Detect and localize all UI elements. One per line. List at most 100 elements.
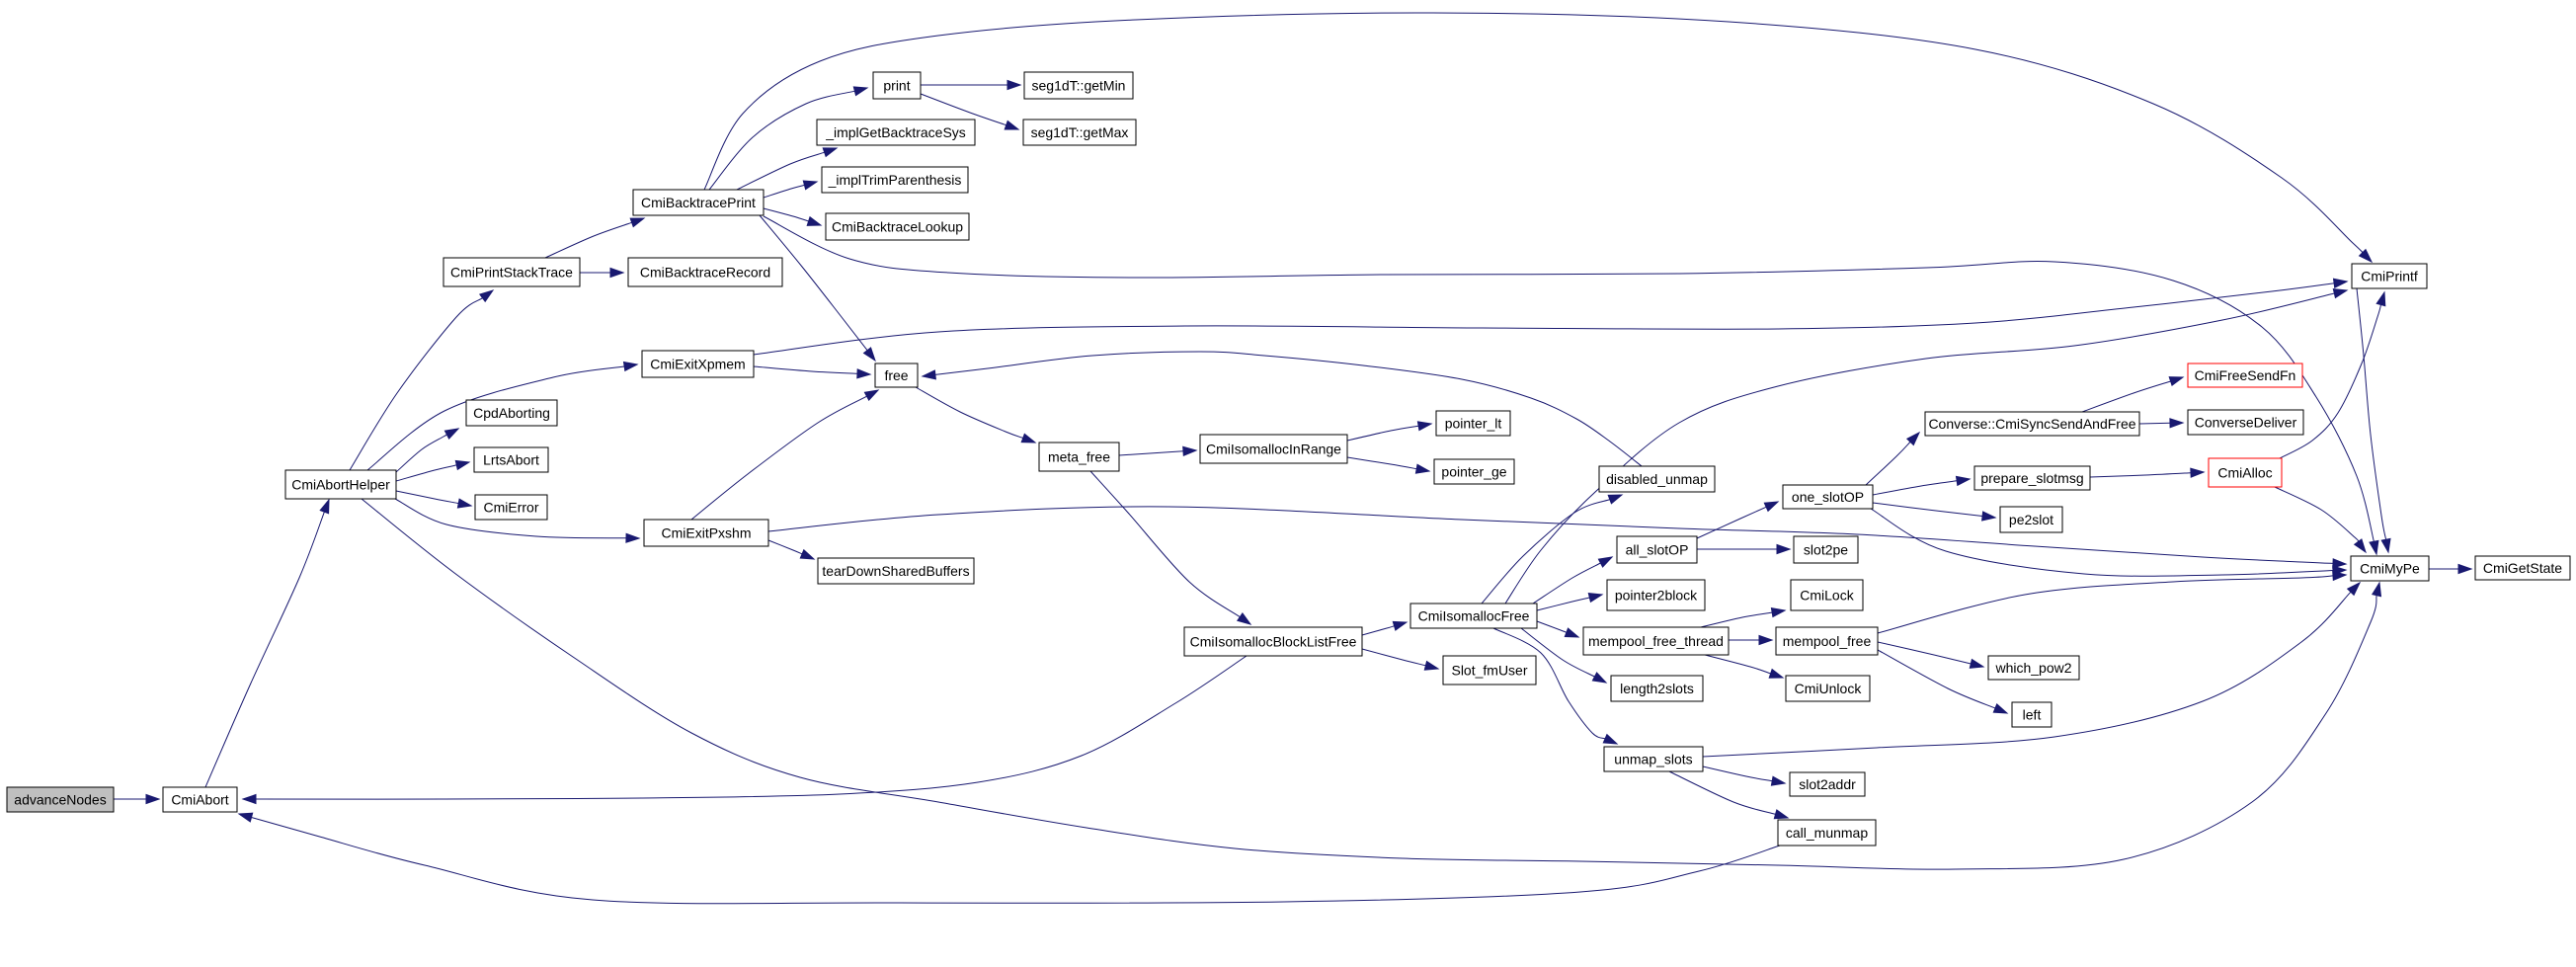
edge-all_slotOP-to-one_slotOP xyxy=(1696,501,1780,539)
edge-mempool_free-to-CmiMyPe xyxy=(1877,570,2348,634)
edge-CmiExitXpmem-to-free xyxy=(753,365,872,379)
node-unmap_slots[interactable]: unmap_slots xyxy=(1603,746,1704,772)
node-slot2pe[interactable]: slot2pe xyxy=(1793,535,1859,564)
node-mempool_free[interactable]: mempool_free xyxy=(1775,626,1879,656)
node-one_slotOP[interactable]: one_slotOP xyxy=(1782,484,1874,510)
node-CmiIsomallocBlockListFree[interactable]: CmiIsomallocBlockListFree xyxy=(1183,626,1363,657)
edge-line xyxy=(759,214,868,352)
node-pointer2block[interactable]: pointer2block xyxy=(1606,579,1706,611)
node-label: print xyxy=(883,78,910,94)
node-label: pointer2block xyxy=(1615,588,1698,604)
node-Converse_CmiSyncSendAndFree[interactable]: Converse::CmiSyncSendAndFree xyxy=(1924,411,2140,437)
node-CmiUnlock[interactable]: CmiUnlock xyxy=(1785,675,1871,702)
node-CmiBacktraceLookup[interactable]: CmiBacktraceLookup xyxy=(825,212,970,241)
node-all_slotOP[interactable]: all_slotOP xyxy=(1616,535,1698,564)
node-slot2addr[interactable]: slot2addr xyxy=(1789,771,1866,797)
arrowhead xyxy=(802,180,819,191)
arrowhead xyxy=(799,548,816,560)
node-box xyxy=(872,71,922,100)
edge-CmiBacktracePrint-to-implGetBacktraceSys xyxy=(736,147,839,191)
node-box xyxy=(473,446,549,473)
node-CmiPrintStackTrace[interactable]: CmiPrintStackTrace xyxy=(443,257,581,287)
edge-line xyxy=(2089,472,2192,478)
node-CmiPrintf[interactable]: CmiPrintf xyxy=(2351,263,2428,289)
edge-unmap_slots-to-slot2addr xyxy=(1702,766,1787,786)
node-tearDownSharedBuffers[interactable]: tearDownSharedBuffers xyxy=(817,557,975,585)
arrowhead xyxy=(478,289,495,303)
arrowhead xyxy=(1905,431,1921,446)
node-mempool_free_thread[interactable]: mempool_free_thread xyxy=(1582,626,1730,656)
arrowhead xyxy=(1981,511,1997,522)
node-CpdAborting[interactable]: CpdAborting xyxy=(465,399,558,427)
node-meta_free[interactable]: meta_free xyxy=(1038,442,1120,472)
node-pointer_ge[interactable]: pointer_ge xyxy=(1433,458,1515,485)
edge-line xyxy=(361,498,2377,870)
edge-line xyxy=(2081,380,2171,413)
node-implTrimParenthesis[interactable]: _implTrimParenthesis xyxy=(821,166,969,194)
node-left[interactable]: left xyxy=(2011,701,2053,728)
node-label: CmiAbort xyxy=(171,792,228,808)
node-seg1dT_getMin[interactable]: seg1dT::getMin xyxy=(1023,71,1134,100)
edge-CmiAbortHelper-to-CmiExitXpmem xyxy=(366,361,639,471)
arrowhead xyxy=(443,428,460,440)
node-label: CmiAlloc xyxy=(2217,465,2272,481)
node-label: all_slotOP xyxy=(1626,542,1689,558)
node-CmiLock[interactable]: CmiLock xyxy=(1790,579,1864,611)
node-LrtsAbort[interactable]: LrtsAbort xyxy=(473,446,549,473)
node-Slot_fmUser[interactable]: Slot_fmUser xyxy=(1442,655,1537,685)
node-seg1dT_getMax[interactable]: seg1dT::getMax xyxy=(1022,119,1137,146)
node-box xyxy=(821,166,969,194)
node-CmiBacktracePrint[interactable]: CmiBacktracePrint xyxy=(632,189,765,216)
node-box xyxy=(1782,484,1874,510)
node-CmiIsomallocInRange[interactable]: CmiIsomallocInRange xyxy=(1199,434,1348,464)
node-box xyxy=(816,119,976,146)
node-CmiAlloc[interactable]: CmiAlloc xyxy=(2208,457,2283,488)
node-which_pow2[interactable]: which_pow2 xyxy=(1987,655,2080,681)
node-CmiError[interactable]: CmiError xyxy=(474,494,548,521)
node-CmiMyPe[interactable]: CmiMyPe xyxy=(2350,555,2430,582)
node-CmiAbortHelper[interactable]: CmiAbortHelper xyxy=(284,469,397,500)
node-label: which_pow2 xyxy=(1994,660,2071,676)
node-box xyxy=(2187,409,2304,436)
node-label: mempool_free_thread xyxy=(1588,633,1724,649)
edge-line xyxy=(1870,508,2334,577)
node-pointer_lt[interactable]: pointer_lt xyxy=(1435,410,1511,437)
node-pe2slot[interactable]: pe2slot xyxy=(1999,506,2063,533)
node-CmiExitXpmem[interactable]: CmiExitXpmem xyxy=(641,350,755,378)
node-CmiIsomallocFree[interactable]: CmiIsomallocFree xyxy=(1409,603,1538,629)
node-CmiBacktraceRecord[interactable]: CmiBacktraceRecord xyxy=(627,257,783,287)
node-CmiFreeSendFn[interactable]: CmiFreeSendFn xyxy=(2187,363,2303,388)
edge-CmiAbortHelper-to-CmiExitPxshm xyxy=(394,498,641,543)
node-CmiGetState[interactable]: CmiGetState xyxy=(2474,555,2571,581)
arrowhead xyxy=(2375,290,2386,307)
node-implGetBacktraceSys[interactable]: _implGetBacktraceSys xyxy=(816,119,976,146)
edge-line xyxy=(1696,506,1767,539)
node-free[interactable]: free xyxy=(874,363,919,388)
node-label: CmiError xyxy=(484,500,539,516)
node-length2slots[interactable]: length2slots xyxy=(1610,675,1704,702)
node-prepare_slotmsg[interactable]: prepare_slotmsg xyxy=(1973,465,2091,491)
arrowhead xyxy=(2457,563,2473,575)
node-disabled_unmap[interactable]: disabled_unmap xyxy=(1598,465,1716,493)
edge-one_slotOP-to-Converse_CmiSyncSendAndFree xyxy=(1865,431,1921,486)
nodes-layer: advanceNodes CmiAbort CmiAbortHelper CmiPri… xyxy=(6,71,2571,846)
node-label: CmiAbortHelper xyxy=(291,477,390,493)
node-print[interactable]: print xyxy=(872,71,922,100)
edge-line xyxy=(1520,627,1595,678)
edge-line xyxy=(394,498,627,539)
arrowhead xyxy=(241,793,257,805)
arrowhead xyxy=(237,812,254,823)
node-label: CmiIsomallocInRange xyxy=(1206,442,1341,457)
node-call_munmap[interactable]: call_munmap xyxy=(1777,819,1877,846)
node-box xyxy=(1199,434,1348,464)
node-advanceNodes[interactable]: advanceNodes xyxy=(6,786,115,813)
node-ConverseDeliver[interactable]: ConverseDeliver xyxy=(2187,409,2304,436)
edge-line xyxy=(915,386,1023,439)
arrowhead xyxy=(2169,418,2185,429)
node-CmiAbort[interactable]: CmiAbort xyxy=(162,786,238,813)
edge-line xyxy=(1118,450,1184,456)
node-box xyxy=(284,469,397,500)
node-CmiExitPxshm[interactable]: CmiExitPxshm xyxy=(643,519,769,547)
arrowhead xyxy=(1969,658,1985,669)
edge-line xyxy=(2138,422,2171,425)
